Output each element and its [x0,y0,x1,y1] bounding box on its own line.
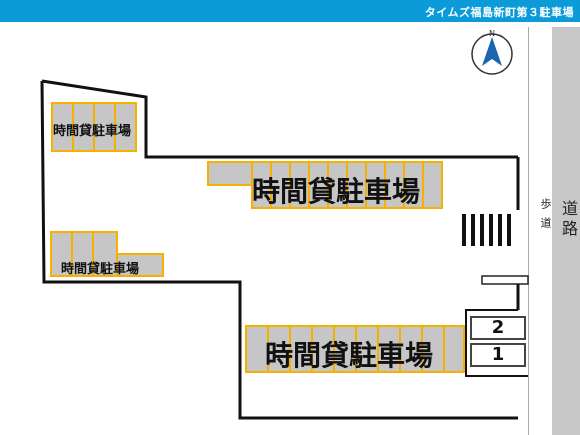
road [552,27,580,435]
stall-group-upper-left [51,102,137,152]
gate-bar [481,275,529,285]
title-bar: タイムズ福島新町第３駐車場 [0,0,580,22]
sidewalk [528,27,552,435]
compass-north-label: N [489,29,495,38]
lot-label-middle-top: 時間貸駐車場 [252,175,421,208]
site-boundary-upper [41,79,518,159]
road-edge-line [528,27,529,435]
special-area-boundary [465,309,528,377]
lot-label-left-middle: 時間貸駐車場 [61,262,140,277]
compass-arrow-icon [482,37,502,66]
map-title: タイムズ福島新町第３駐車場 [424,6,574,19]
road-label: 道路 [559,200,578,240]
entrance-stripes [462,214,511,246]
lot-label-upper-left: 時間貸駐車場 [53,124,132,139]
stall-group-bottom [245,325,465,373]
stall-group-middle-top [207,161,443,209]
sidewalk-label: 歩道 [539,198,552,236]
stall-group-left-middle [50,231,164,277]
site-boundary-lower [40,80,518,420]
lot-label-bottom: 時間貸駐車場 [265,339,434,372]
stall-number-1: 1 [470,343,526,367]
stall-number-2: 2 [470,316,526,340]
